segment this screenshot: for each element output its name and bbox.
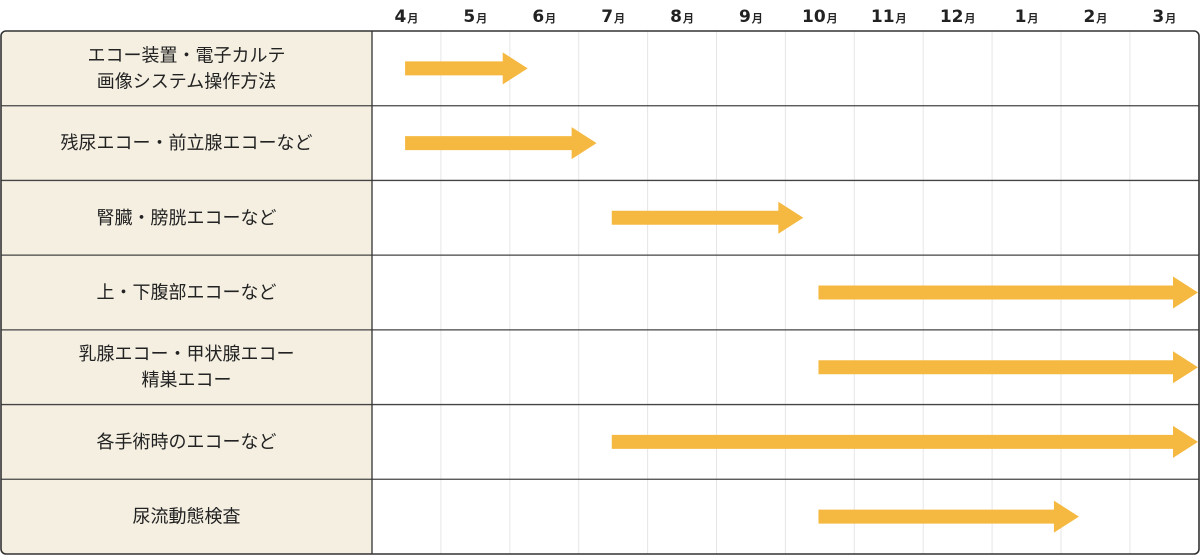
month-unit: 月	[1095, 12, 1107, 25]
month-header: 5月	[463, 7, 487, 27]
month-number: 1	[1015, 7, 1027, 27]
month-number: 11	[871, 7, 895, 27]
month-number: 2	[1084, 7, 1096, 27]
task-label: 上・下腹部エコーなど	[97, 283, 277, 304]
month-unit: 月	[963, 12, 975, 25]
month-number: 9	[739, 7, 751, 27]
month-header: 9月	[739, 7, 763, 27]
month-header: 2月	[1084, 7, 1108, 27]
month-number: 10	[802, 7, 826, 27]
month-header: 8月	[670, 7, 694, 27]
month-number: 3	[1152, 7, 1164, 27]
task-label: 各手術時のエコーなど	[97, 432, 277, 453]
chart-frame	[0, 30, 1200, 555]
month-header: 10月	[802, 7, 838, 27]
task-arrow	[818, 500, 1079, 533]
month-header: 7月	[601, 7, 625, 27]
task-arrow	[818, 276, 1198, 309]
month-number: 12	[940, 7, 964, 27]
label-column	[1, 31, 372, 554]
task-label: 精巣エコー	[142, 370, 232, 391]
month-unit: 月	[682, 12, 694, 25]
task-arrow	[818, 351, 1198, 384]
month-header: 3月	[1152, 7, 1176, 27]
task-arrow	[405, 127, 597, 160]
month-number: 8	[670, 7, 682, 27]
month-header: 4月	[395, 7, 419, 27]
month-unit: 月	[544, 12, 556, 25]
month-unit: 月	[826, 12, 838, 25]
task-arrow	[405, 52, 528, 85]
month-unit: 月	[475, 12, 487, 25]
month-number: 6	[532, 7, 544, 27]
month-unit: 月	[406, 12, 418, 25]
month-number: 7	[601, 7, 613, 27]
task-label: 腎臓・膀胱エコーなど	[97, 208, 277, 229]
task-label: エコー装置・電子カルテ	[88, 45, 286, 66]
month-unit: 月	[1026, 12, 1038, 25]
task-label: 画像システム操作方法	[97, 71, 276, 92]
month-number: 5	[463, 7, 475, 27]
task-arrow	[611, 425, 1198, 458]
task-label: 残尿エコー・前立腺エコーなど	[61, 133, 313, 154]
month-header: 12月	[940, 7, 976, 27]
task-label: 尿流動態検査	[133, 507, 241, 528]
month-unit: 月	[1164, 12, 1176, 25]
month-unit: 月	[751, 12, 763, 25]
month-number: 4	[395, 7, 407, 27]
month-header: 11月	[871, 7, 907, 27]
month-header: 1月	[1015, 7, 1039, 27]
month-header: 6月	[532, 7, 556, 27]
month-unit: 月	[613, 12, 625, 25]
task-arrow	[611, 201, 804, 234]
month-unit: 月	[895, 12, 907, 25]
task-label: 乳腺エコー・甲状腺エコー	[79, 344, 295, 365]
